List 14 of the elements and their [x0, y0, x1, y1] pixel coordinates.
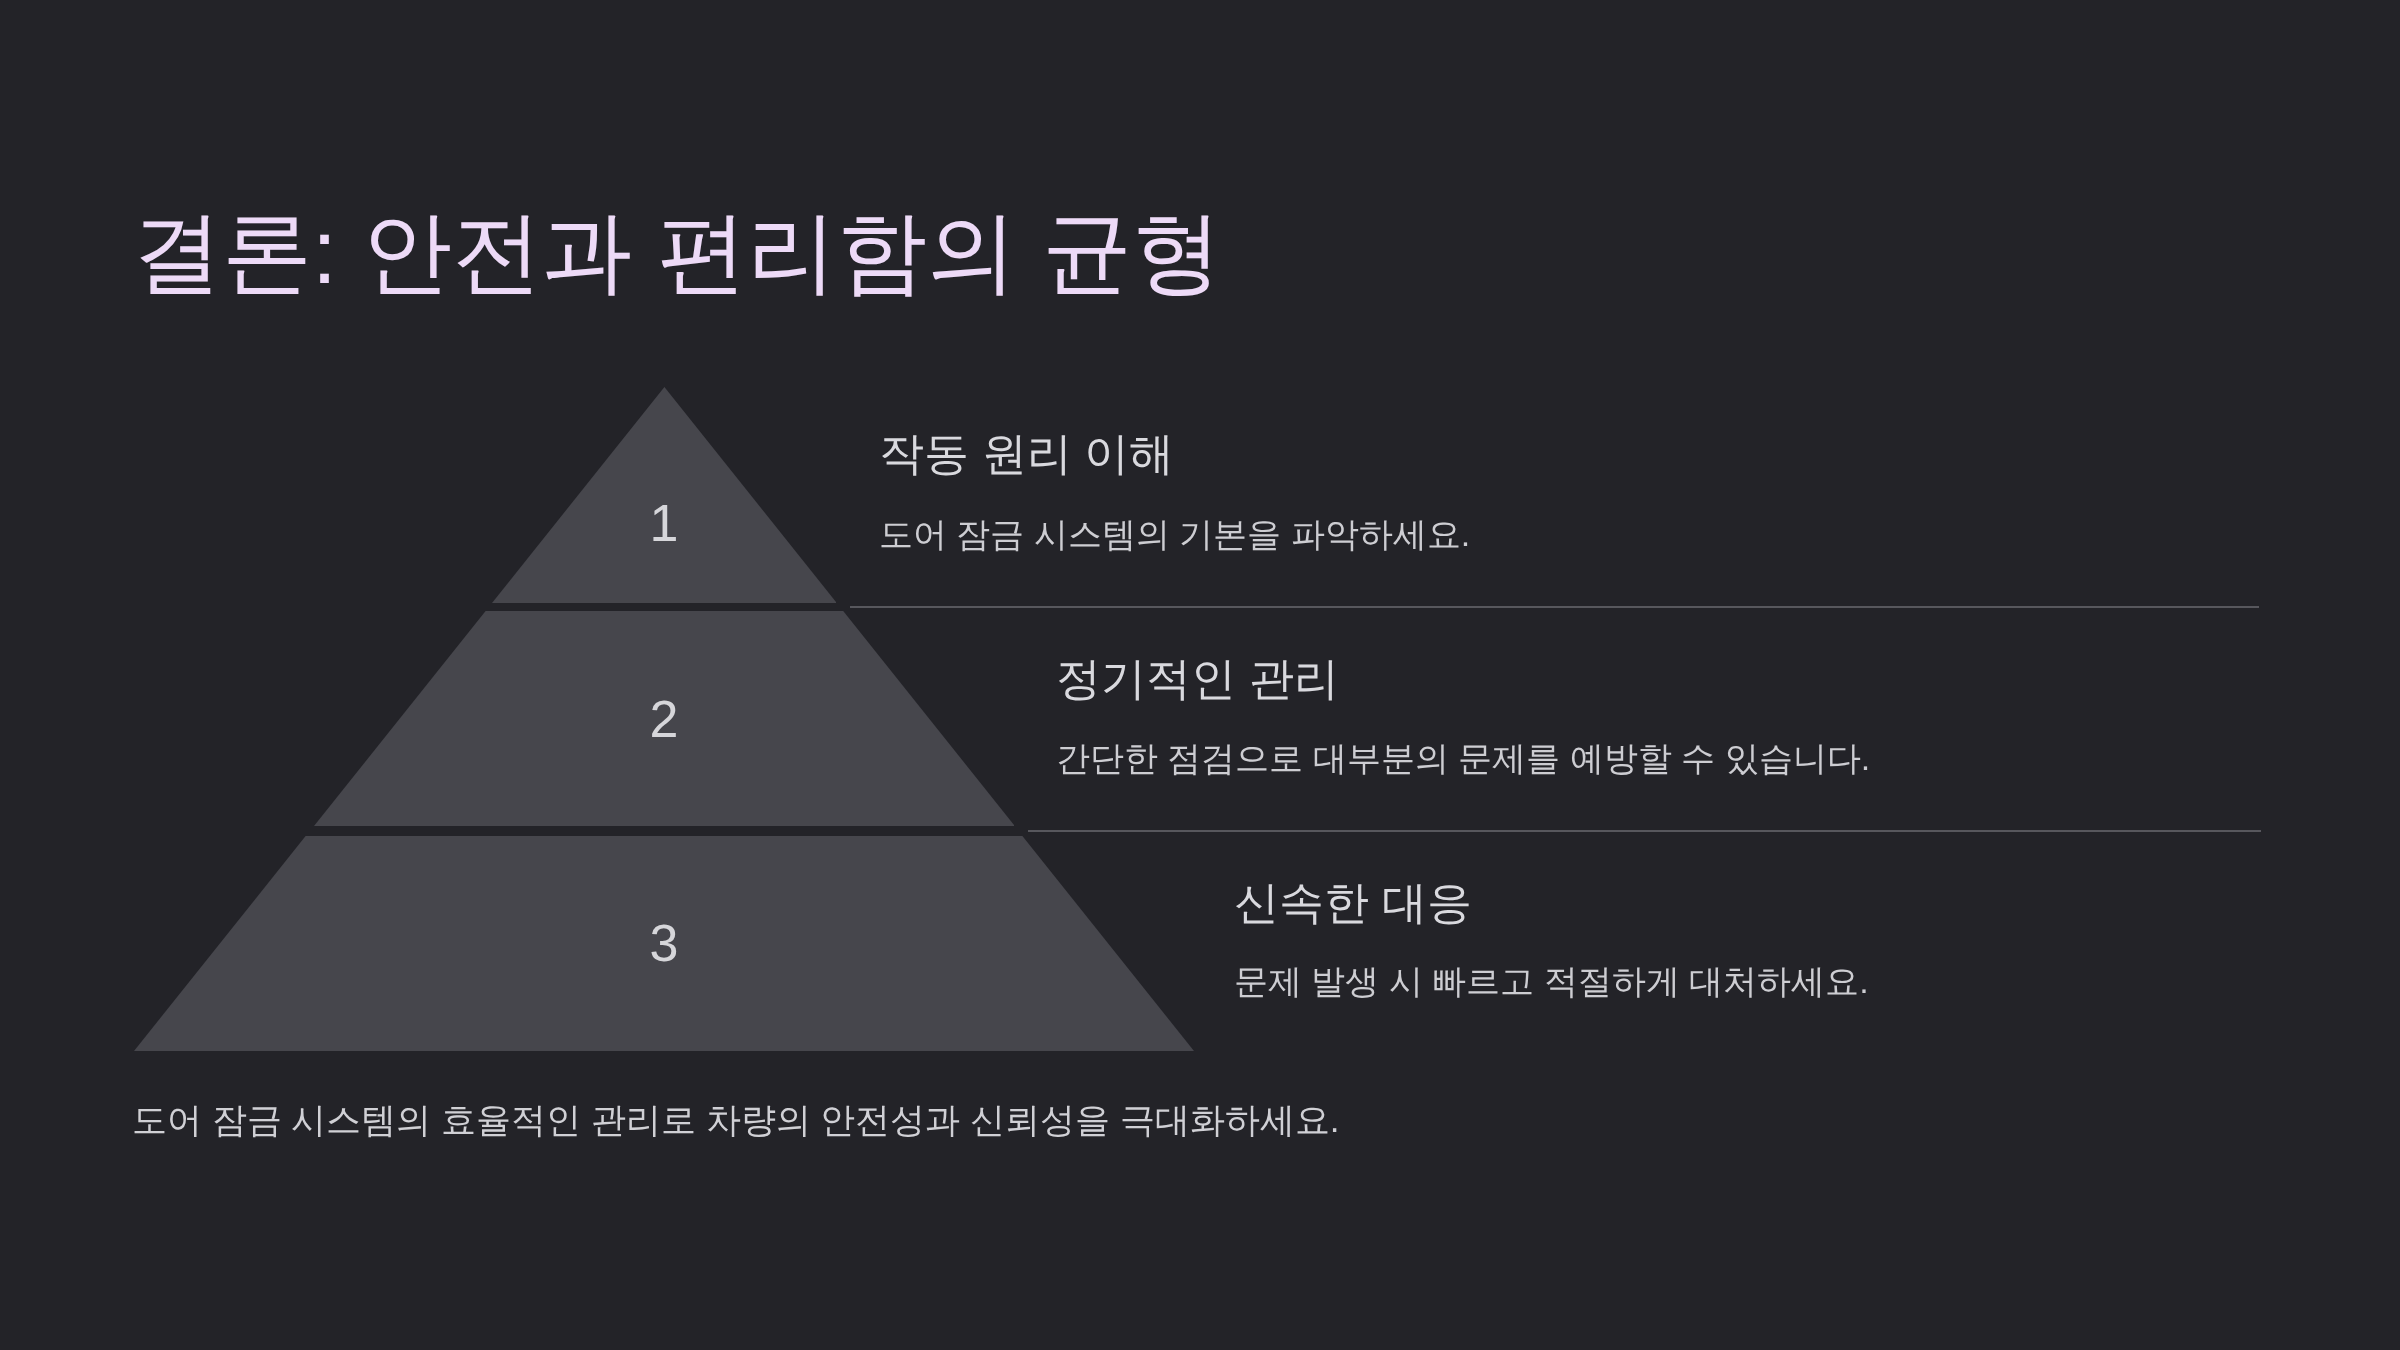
pyramid-tier — [491, 387, 837, 603]
tier-number: 1 — [649, 497, 679, 549]
tier-number: 2 — [649, 693, 679, 745]
pyramid-tier — [313, 611, 1015, 826]
pyramid-tier — [134, 836, 1194, 1051]
tier-number: 3 — [649, 917, 679, 969]
step-heading: 신속한 대응 — [1234, 879, 1472, 925]
step-description: 간단한 점검으로 대부분의 문제를 예방할 수 있습니다. — [1056, 741, 1871, 775]
step-heading: 정기적인 관리 — [1056, 655, 1339, 701]
step-description: 도어 잠금 시스템의 기본을 파악하세요. — [879, 517, 1471, 551]
step-description: 문제 발생 시 빠르고 적절하게 대처하세요. — [1234, 964, 1869, 998]
step-heading: 작동 원리 이해 — [879, 430, 1174, 476]
closing-note: 도어 잠금 시스템의 효율적인 관리로 차량의 안전성과 신뢰성을 극대화하세요. — [132, 1101, 1340, 1137]
slide-title: 결론: 안전과 편리함의 균형 — [132, 207, 1223, 297]
